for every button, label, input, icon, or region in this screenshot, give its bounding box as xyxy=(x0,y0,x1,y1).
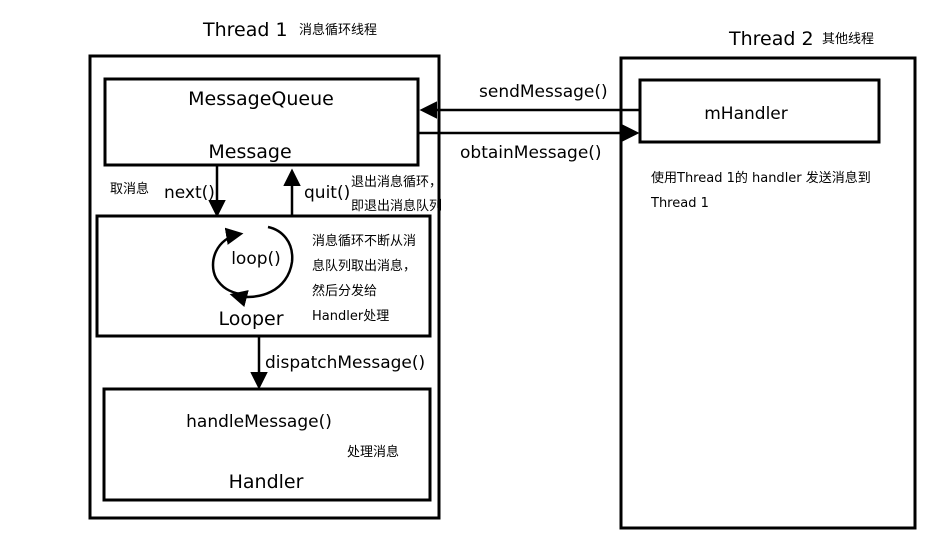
looper-note-line-1: 消息循环不断从消 xyxy=(312,233,416,249)
looper-title: Looper xyxy=(218,308,283,330)
next-note: 取消息 xyxy=(110,181,149,197)
thread2-container xyxy=(619,56,917,530)
next-label: next() xyxy=(164,183,215,203)
looper-note-line-3: 然后分发给 xyxy=(312,283,377,299)
looper-note-line-4: Handler处理 xyxy=(312,309,389,324)
quit-note-line-2: 即退出消息队列 xyxy=(351,198,442,214)
thread1-title: Thread 1 xyxy=(202,19,288,41)
message-item-label: Message xyxy=(208,141,291,163)
quit-note-line-1: 退出消息循环， xyxy=(351,174,442,190)
handle-message-label: handleMessage() xyxy=(186,412,332,432)
loop-arc-right xyxy=(229,225,294,307)
looper-box xyxy=(95,214,432,338)
m-handler-box xyxy=(638,78,881,144)
looper-note-line-2: 息队列取出消息， xyxy=(312,258,416,274)
quit-label: quit() xyxy=(304,183,350,203)
thread1-container xyxy=(88,54,441,520)
loop-label: loop() xyxy=(231,249,281,269)
loop-arc-left xyxy=(211,227,244,296)
thread2-title: Thread 2 xyxy=(728,28,814,50)
obtain-message-label: obtainMessage() xyxy=(460,143,602,163)
dispatch-label: dispatchMessage() xyxy=(265,353,425,373)
thread1-subtitle: 消息循环线程 xyxy=(299,22,377,38)
handler-box xyxy=(102,387,432,502)
m-handler-note-line-2: Thread 1 xyxy=(650,196,709,211)
thread2-subtitle: 其他线程 xyxy=(822,32,874,47)
handler-title: Handler xyxy=(229,471,304,493)
send-message-label: sendMessage() xyxy=(479,82,608,102)
m-handler-title: mHandler xyxy=(704,104,788,124)
message-queue-box xyxy=(103,77,420,167)
m-handler-note-line-1: 使用Thread 1的 handler 发送消息到 xyxy=(651,170,871,186)
handler-note: 处理消息 xyxy=(347,444,399,460)
message-queue-title: MessageQueue xyxy=(188,88,334,110)
